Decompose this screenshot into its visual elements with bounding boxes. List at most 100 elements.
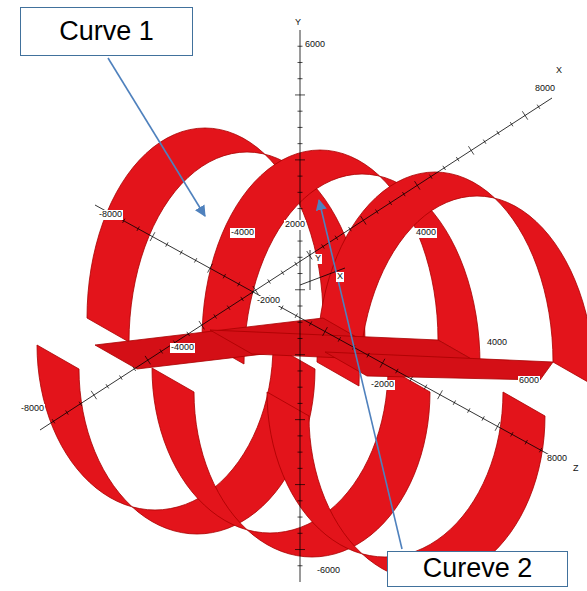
axis-tick xyxy=(349,227,352,231)
axis-tick xyxy=(429,175,432,179)
axis-tick xyxy=(468,408,470,412)
axis-tick xyxy=(539,448,541,452)
axis-tick xyxy=(119,375,122,379)
axis-tick xyxy=(52,419,55,423)
axis-tick xyxy=(298,176,303,177)
axis-tick xyxy=(483,140,486,144)
axis-tick xyxy=(298,387,303,388)
red-bands xyxy=(37,128,587,581)
axis-line xyxy=(40,98,552,430)
axis-tick xyxy=(307,251,312,259)
axis-tick xyxy=(443,166,446,170)
leader-line xyxy=(319,200,402,549)
axis-label: Z xyxy=(572,464,580,474)
axis-tick xyxy=(497,131,500,135)
axis-tick xyxy=(298,533,303,534)
axis-label: 4000 xyxy=(486,338,508,348)
axis-label: -8000 xyxy=(98,210,123,220)
axis-line xyxy=(310,250,311,290)
axis-label: X xyxy=(336,272,344,282)
callout-box: Cureve 2 xyxy=(387,551,568,587)
axis-tick xyxy=(295,354,305,355)
leader-line xyxy=(108,58,205,216)
axis-tick xyxy=(396,369,398,373)
axis-tick xyxy=(268,279,271,283)
axis-tick xyxy=(214,314,217,318)
axis-tick xyxy=(298,338,303,339)
callout-text: Cureve 2 xyxy=(423,554,533,584)
axis-label: 6000 xyxy=(518,376,540,386)
axis-label: -6000 xyxy=(316,566,341,576)
axis-tick xyxy=(160,349,163,353)
axis-label: -8000 xyxy=(20,404,45,414)
axis-label: -4000 xyxy=(170,343,195,353)
axis-tick xyxy=(199,321,204,329)
axis-tick xyxy=(298,143,303,144)
axis-tick xyxy=(361,216,366,224)
axis-tick xyxy=(495,422,500,431)
axis-tick xyxy=(389,201,392,205)
axis-tick xyxy=(298,517,303,518)
axis-tick xyxy=(166,242,168,246)
axis-label: 6000 xyxy=(304,40,326,50)
axis-tick xyxy=(298,111,303,112)
axis-tick xyxy=(402,192,405,196)
axis-label: 2000 xyxy=(284,220,306,230)
axis-tick xyxy=(424,385,426,389)
axis-label: 4000 xyxy=(415,228,437,238)
axis-tick xyxy=(511,432,513,436)
axis-tick xyxy=(298,241,303,242)
axis-tick xyxy=(338,337,340,341)
axis-label: -2000 xyxy=(370,380,395,390)
axis-tick xyxy=(298,435,303,436)
axis-tick xyxy=(194,258,196,262)
axis-tick xyxy=(145,356,150,364)
axis-tick xyxy=(180,250,182,254)
axis-tick xyxy=(66,410,69,414)
axis-tick xyxy=(335,236,338,240)
axis-tick xyxy=(137,227,139,231)
axis-tick xyxy=(223,274,225,278)
callout-text: Curve 1 xyxy=(59,17,154,47)
axis-tick xyxy=(298,370,303,371)
axis-tick xyxy=(438,390,443,399)
axis-tick xyxy=(298,306,303,307)
axis-tick xyxy=(238,282,240,286)
axis-tick xyxy=(298,46,303,47)
axis-label: Y xyxy=(294,18,302,28)
axis-tick xyxy=(106,384,109,388)
axis-tick xyxy=(281,271,284,275)
axis-tick xyxy=(298,273,303,274)
axis-tick xyxy=(295,549,305,550)
axis-tick xyxy=(241,297,244,301)
axis-tick xyxy=(410,377,412,381)
axis-tick xyxy=(298,403,303,404)
axis-tick xyxy=(298,192,303,193)
axis-tick xyxy=(295,94,305,95)
axis-tick xyxy=(150,232,155,241)
axis-label: X xyxy=(555,66,563,76)
axis-tick xyxy=(298,127,303,128)
axis-tick xyxy=(227,306,230,310)
axis-tick xyxy=(380,359,385,368)
axis-tick xyxy=(295,289,305,290)
axis-tick xyxy=(375,209,378,213)
axis-tick xyxy=(456,157,459,161)
axes xyxy=(40,30,555,582)
axis-tick xyxy=(79,402,82,406)
axis-tick xyxy=(415,181,420,189)
axis-tick xyxy=(309,321,311,325)
axis-tick xyxy=(295,484,305,485)
callout-box: Curve 1 xyxy=(20,7,193,56)
axis-tick xyxy=(525,440,527,444)
axis-tick xyxy=(298,468,303,469)
axis-tick xyxy=(91,391,96,399)
axis-tick xyxy=(298,62,303,63)
axis-tick xyxy=(482,416,484,420)
axis-tick xyxy=(322,244,325,248)
axis-label: -4000 xyxy=(230,228,255,238)
axis-tick xyxy=(295,159,305,160)
axis-tick xyxy=(187,332,190,336)
